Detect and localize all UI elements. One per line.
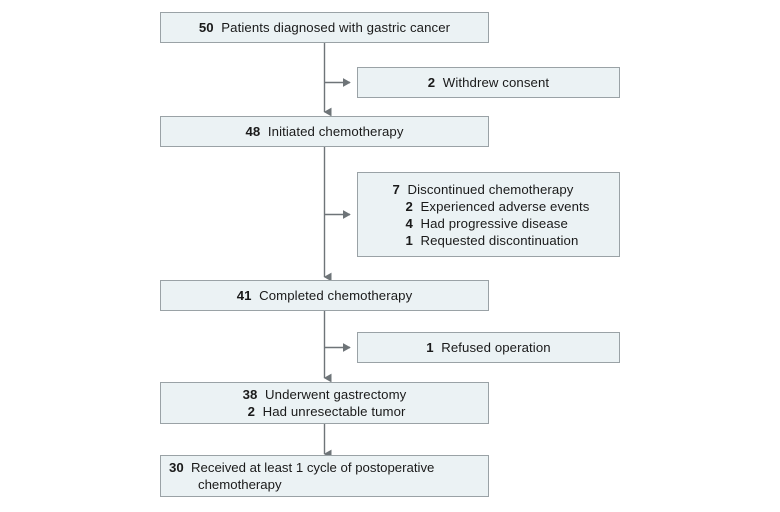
node-subcount: 4 [405,215,413,231]
node-initiated-chemotherapy: 48 Initiated chemotherapy [160,116,489,147]
node-withdrew-consent: 2 Withdrew consent [357,67,620,98]
node-line: 7 Discontinued chemotherapy [387,181,589,198]
node-label: Initiated chemotherapy [267,124,404,139]
node-line: 50 Patients diagnosed with gastric cancer [199,19,450,36]
node-postoperative-chemotherapy: 30 Received at least 1 cycle of postopera… [160,455,489,497]
node-count: 7 [392,181,400,197]
node-sublabel: Experienced adverse events [420,198,590,214]
node-sublabel: Had progressive disease [420,215,568,231]
node-count: 38 [242,387,258,402]
node-count: 50 [198,20,214,35]
node-subline: 2 Experienced adverse events [387,198,590,215]
node-line: 2 Withdrew consent [428,74,549,91]
node-label: Underwent gastrectomy [265,387,407,402]
node-line: 48 Initiated chemotherapy [245,123,403,140]
node-count-secondary: 2 [247,404,256,419]
node-completed-chemotherapy: 41 Completed chemotherapy [160,280,489,311]
node-label: Patients diagnosed with gastric cancer [221,20,451,35]
node-line: 41 Completed chemotherapy [237,287,413,304]
node-count: 41 [236,288,252,303]
node-discontinued-chemotherapy: 7 Discontinued chemotherapy 2 Experienced … [357,172,620,257]
node-refused-operation: 1 Refused operation [357,332,620,363]
node-label: Discontinued chemotherapy [407,181,574,197]
node-subline: 1 Requested discontinuation [387,232,589,249]
node-line: 30 Received at least 1 cycle of postopera… [169,459,478,493]
node-count: 2 [427,75,436,90]
node-label: Refused operation [441,340,551,355]
node-line-block: 38 Underwent gastrectomy 2 Had unresectabl… [243,386,407,420]
node-line-block: 7 Discontinued chemotherapy 2 Experienced … [387,181,590,249]
node-label: Received at least 1 cycle of postoperati… [191,460,435,492]
node-label-secondary: Had unresectable tumor [262,404,406,419]
node-label: Withdrew consent [442,75,550,90]
node-subcount: 1 [405,232,413,248]
node-count: 1 [426,340,434,355]
node-patients-diagnosed: 50 Patients diagnosed with gastric cancer [160,12,489,43]
node-label: Completed chemotherapy [259,288,413,303]
node-line: 38 Underwent gastrectomy [243,386,407,403]
node-sublabel: Requested discontinuation [420,232,579,248]
node-subline: 4 Had progressive disease [387,215,589,232]
node-line-secondary: 2 Had unresectable tumor [243,403,407,420]
node-line: 1 Refused operation [426,339,550,356]
node-count: 48 [245,124,261,139]
node-count: 30 [169,460,184,475]
node-subcount: 2 [405,198,413,214]
node-underwent-gastrectomy: 38 Underwent gastrectomy 2 Had unresectabl… [160,382,489,424]
